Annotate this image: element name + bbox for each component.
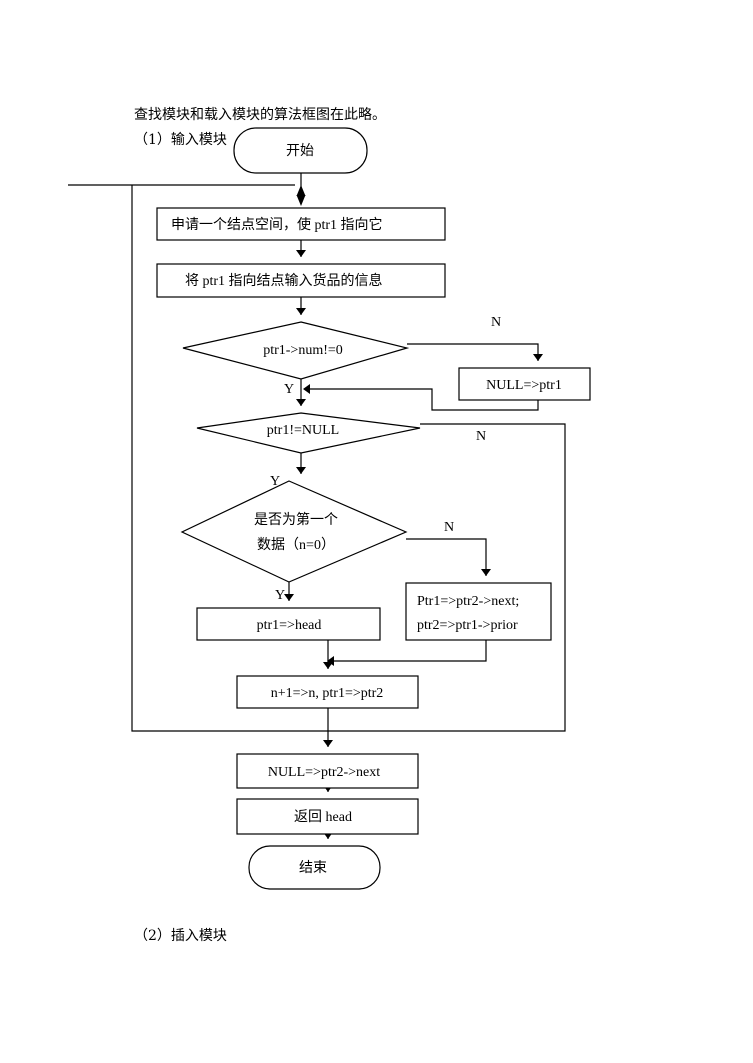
set-tail-node: NULL=>ptr2->next bbox=[236, 753, 419, 789]
input-info-label: 将 ptr1 指向结点输入货品的信息 bbox=[185, 272, 383, 289]
cond-first-yes-label: Y bbox=[275, 588, 285, 603]
set-null-node: NULL=>ptr1 bbox=[458, 367, 591, 401]
input-info-node: 将 ptr1 指向结点输入货品的信息 bbox=[156, 263, 446, 298]
start-node: 开始 bbox=[233, 127, 368, 174]
set-null-label: NULL=>ptr1 bbox=[486, 378, 562, 393]
cond-ptr-node: ptr1!=NULL bbox=[196, 412, 421, 454]
return-head-node: 返回 head bbox=[236, 798, 419, 835]
flow-connectors bbox=[68, 173, 566, 839]
end-node: 结束 bbox=[248, 845, 381, 890]
link-node: Ptr1=>ptr2->next; ptr2=>ptr1->prior bbox=[405, 582, 552, 641]
start-label: 开始 bbox=[286, 143, 314, 159]
cond-num-yes-label: Y bbox=[284, 382, 294, 397]
link-label-line2: ptr2=>ptr1->prior bbox=[417, 618, 518, 633]
cond-first-label-line1: 是否为第一个 bbox=[254, 511, 338, 528]
cond-ptr-no-label: N bbox=[476, 429, 486, 444]
set-tail-label: NULL=>ptr2->next bbox=[268, 765, 380, 780]
cond-first-no-label: N bbox=[444, 520, 454, 535]
section2-heading: （2）插入模块 bbox=[134, 928, 227, 944]
cond-ptr-yes-label: Y bbox=[270, 474, 280, 489]
cond-first-label-line2: 数据（n=0） bbox=[257, 537, 335, 553]
cond-first-node: 是否为第一个 数据（n=0） bbox=[180, 480, 408, 583]
set-head-label: ptr1=>head bbox=[257, 618, 322, 633]
link-label-line1: Ptr1=>ptr2->next; bbox=[417, 594, 519, 609]
cond-num-node: ptr1->num!=0 bbox=[182, 321, 410, 380]
cond-ptr-label: ptr1!=NULL bbox=[267, 423, 339, 438]
cond-num-no-label: N bbox=[491, 315, 501, 330]
alloc-label: 申请一个结点空间，使 ptr1 指向它 bbox=[171, 216, 383, 233]
flow-arrowheads bbox=[284, 185, 543, 839]
section1-heading: （1）输入模块 bbox=[134, 132, 227, 148]
increment-label: n+1=>n, ptr1=>ptr2 bbox=[271, 686, 384, 701]
intro-text: 查找模块和载入模块的算法框图在此略。 bbox=[134, 107, 386, 123]
set-head-node: ptr1=>head bbox=[196, 607, 381, 641]
cond-num-label: ptr1->num!=0 bbox=[263, 343, 343, 358]
alloc-node: 申请一个结点空间，使 ptr1 指向它 bbox=[156, 207, 446, 241]
return-head-label: 返回 head bbox=[294, 809, 352, 825]
end-label: 结束 bbox=[299, 860, 327, 876]
increment-node: n+1=>n, ptr1=>ptr2 bbox=[236, 675, 419, 709]
